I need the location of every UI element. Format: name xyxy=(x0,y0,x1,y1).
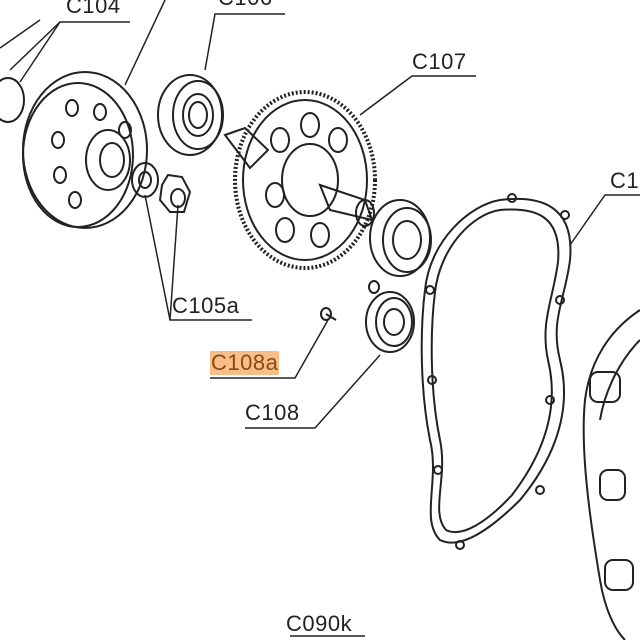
label-c090k[interactable]: C090k xyxy=(286,611,353,636)
label-c104[interactable]: C104 xyxy=(66,0,121,18)
label-c106[interactable]: C106 xyxy=(218,0,273,10)
bearing-c106-part xyxy=(157,74,224,156)
crankcase-cover-part xyxy=(582,309,640,640)
gasket-part xyxy=(420,193,572,550)
needle-bearing-part xyxy=(0,77,25,123)
bolt-c108a-part xyxy=(320,280,380,321)
label-c105a[interactable]: C105a xyxy=(172,293,240,318)
bearing-part xyxy=(369,199,432,277)
clutch-drum-part xyxy=(22,71,148,229)
label-c108[interactable]: C108 xyxy=(245,400,300,425)
leader-lines xyxy=(0,0,640,429)
label-c109[interactable]: C1 xyxy=(610,168,640,193)
label-c108a-highlighted[interactable]: C108a xyxy=(210,350,280,375)
bearing-c108-part xyxy=(365,291,415,353)
gear-c107-part xyxy=(223,90,377,270)
label-c107[interactable]: C107 xyxy=(412,49,467,74)
washer-nut-part xyxy=(131,162,192,213)
